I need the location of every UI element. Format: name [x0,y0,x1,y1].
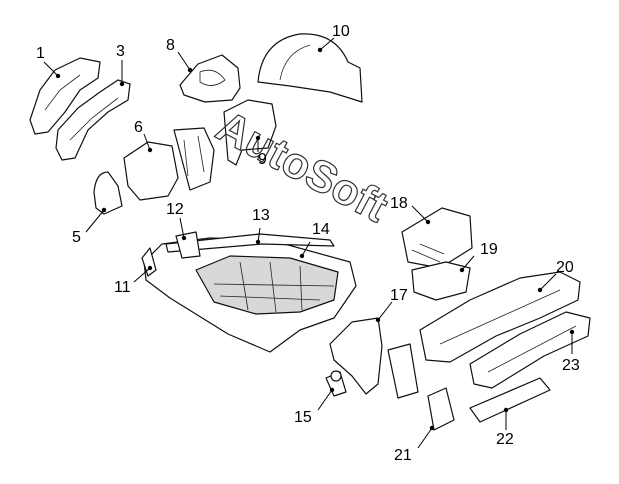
part-19 [411,261,471,301]
callout-12: 12 [166,201,184,218]
callout-9: 9 [258,151,267,168]
part-20 [419,271,591,389]
watermark: AutoSoft [209,102,396,233]
callout-5: 5 [72,229,81,246]
part-15 [325,370,347,397]
callout-10: 10 [332,23,350,40]
callout-22: 22 [496,431,514,448]
callout-15: 15 [294,409,312,426]
part-22 [469,377,551,423]
callout-21: 21 [394,447,412,464]
callout-23: 23 [562,357,580,374]
callout-18: 18 [390,195,408,212]
callout-labels: 1 3 8 10 6 9 5 12 13 14 18 19 11 20 17 2… [36,23,580,464]
callout-6: 6 [134,119,143,136]
callout-17: 17 [390,287,408,304]
part-21 [387,343,455,431]
part-5 [93,171,123,215]
callout-11: 11 [114,279,131,296]
callout-1: 1 [36,45,45,62]
part-3 [55,79,131,161]
part-9 [223,99,277,166]
callout-8: 8 [166,37,175,54]
callout-19: 19 [480,241,498,258]
callout-3: 3 [116,43,125,60]
leader-lines [43,37,575,449]
callout-13: 13 [252,207,270,224]
part-1 [29,57,101,135]
floor-pan [141,231,357,353]
part-18 [401,207,473,269]
part-8 [179,54,241,103]
part-6 [123,127,215,201]
callout-14: 14 [312,221,330,238]
callout-20: 20 [556,259,574,276]
part-10 [257,33,363,103]
part-17 [329,317,383,395]
